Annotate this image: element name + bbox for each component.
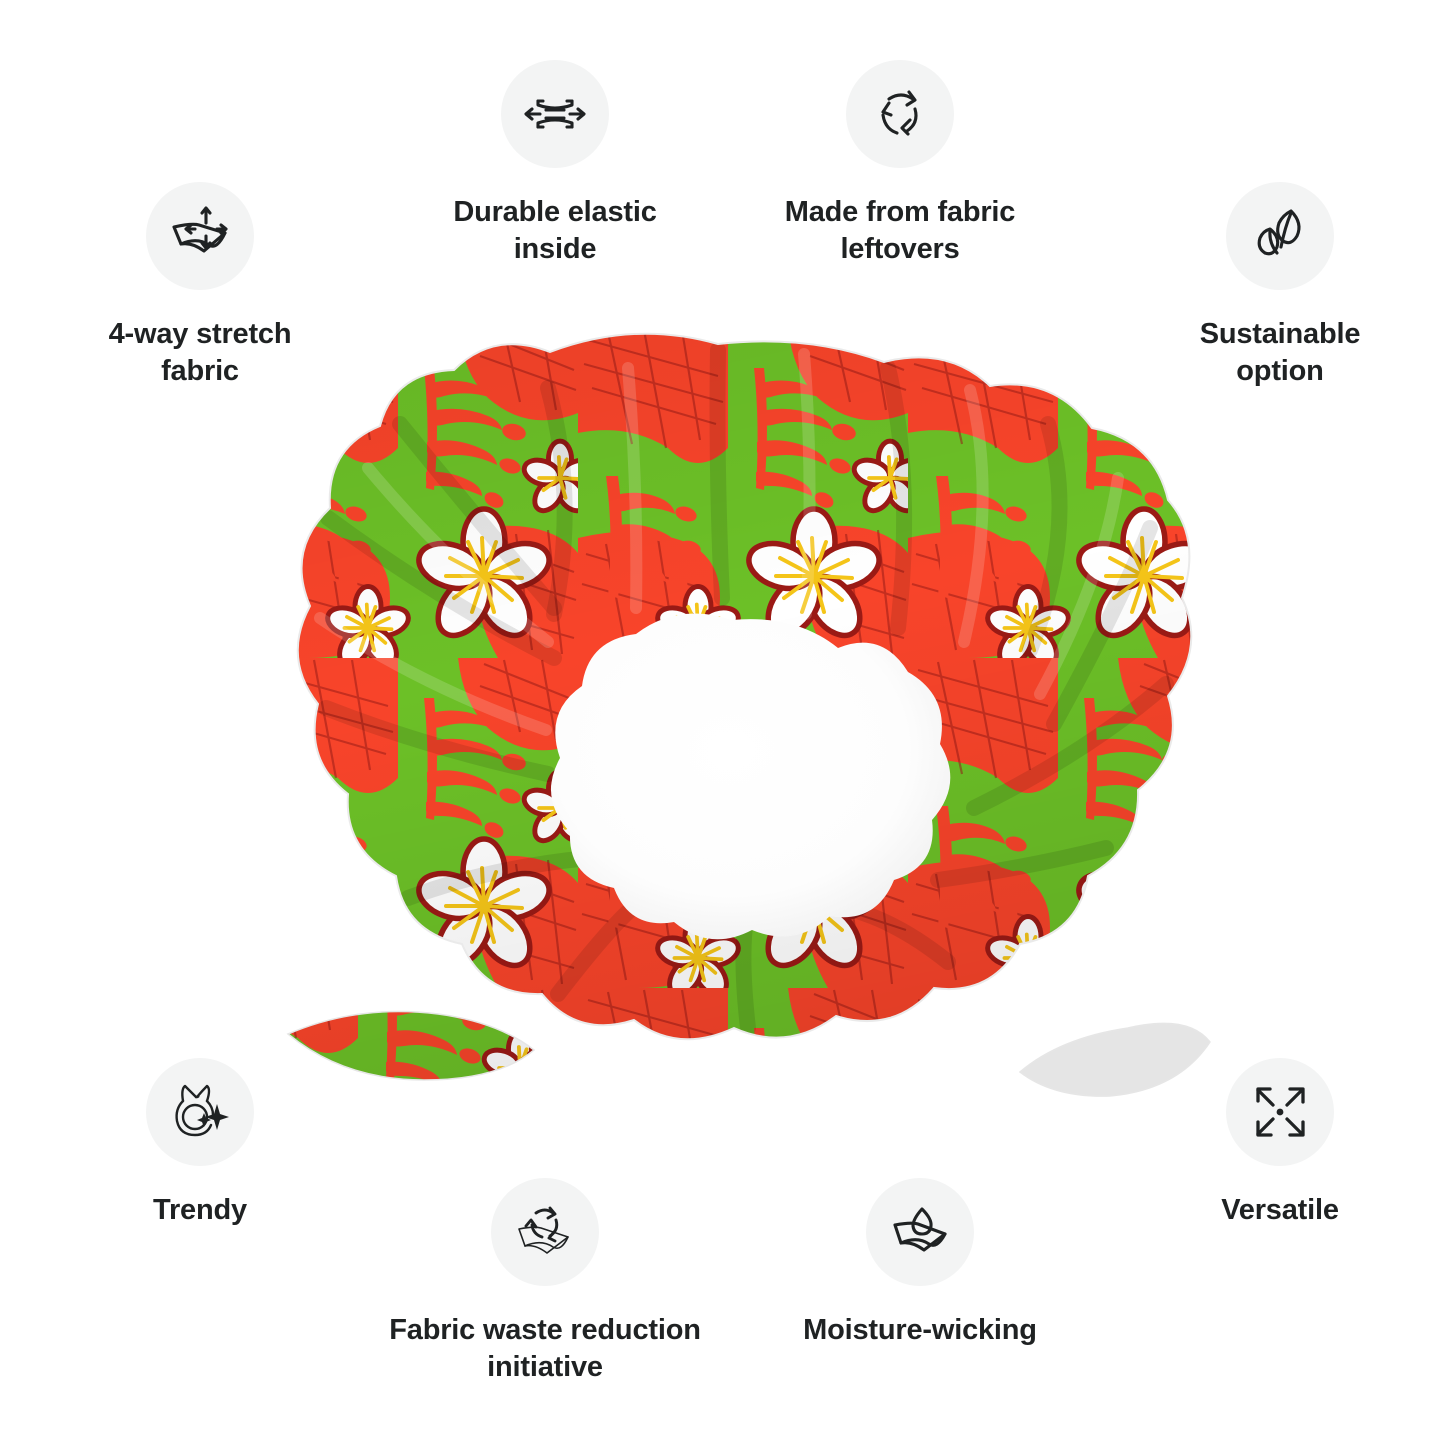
water-drop-fabric-icon bbox=[866, 1178, 974, 1286]
feature-versatile: Versatile bbox=[1140, 1058, 1420, 1229]
feature-four-way-stretch: 4-way stretch fabric bbox=[60, 182, 340, 390]
feature-durable-elastic: Durable elastic inside bbox=[400, 60, 710, 268]
feature-label: Made from fabric leftovers bbox=[784, 196, 1016, 266]
feature-sustainable-option: Sustainable option bbox=[1140, 182, 1420, 390]
two-leaves-icon bbox=[1226, 182, 1334, 290]
feature-label: Trendy bbox=[153, 1194, 247, 1226]
feature-label: Moisture-wicking bbox=[803, 1314, 1037, 1346]
recycle-fabric-icon bbox=[491, 1178, 599, 1286]
feature-label: Fabric waste reduction initiative bbox=[389, 1314, 701, 1384]
scrunchie-sparkle-icon bbox=[146, 1058, 254, 1166]
feature-label: 4-way stretch fabric bbox=[108, 318, 292, 388]
feature-label: Versatile bbox=[1221, 1194, 1339, 1226]
feature-label: Sustainable option bbox=[1199, 318, 1361, 388]
feature-moisture-wicking: Moisture-wicking bbox=[760, 1178, 1080, 1349]
four-way-stretch-icon bbox=[146, 182, 254, 290]
feature-trendy: Trendy bbox=[60, 1058, 340, 1229]
elastic-stretch-icon bbox=[501, 60, 609, 168]
scrunchie-body bbox=[248, 328, 1216, 1158]
feature-label: Durable elastic inside bbox=[453, 196, 657, 266]
expand-arrows-icon bbox=[1226, 1058, 1334, 1166]
feature-fabric-waste-reduction: Fabric waste reduction initiative bbox=[350, 1178, 740, 1386]
product-image-scrunchie bbox=[248, 328, 1216, 1158]
recycle-arrows-icon bbox=[846, 60, 954, 168]
feature-fabric-leftovers: Made from fabric leftovers bbox=[740, 60, 1060, 268]
